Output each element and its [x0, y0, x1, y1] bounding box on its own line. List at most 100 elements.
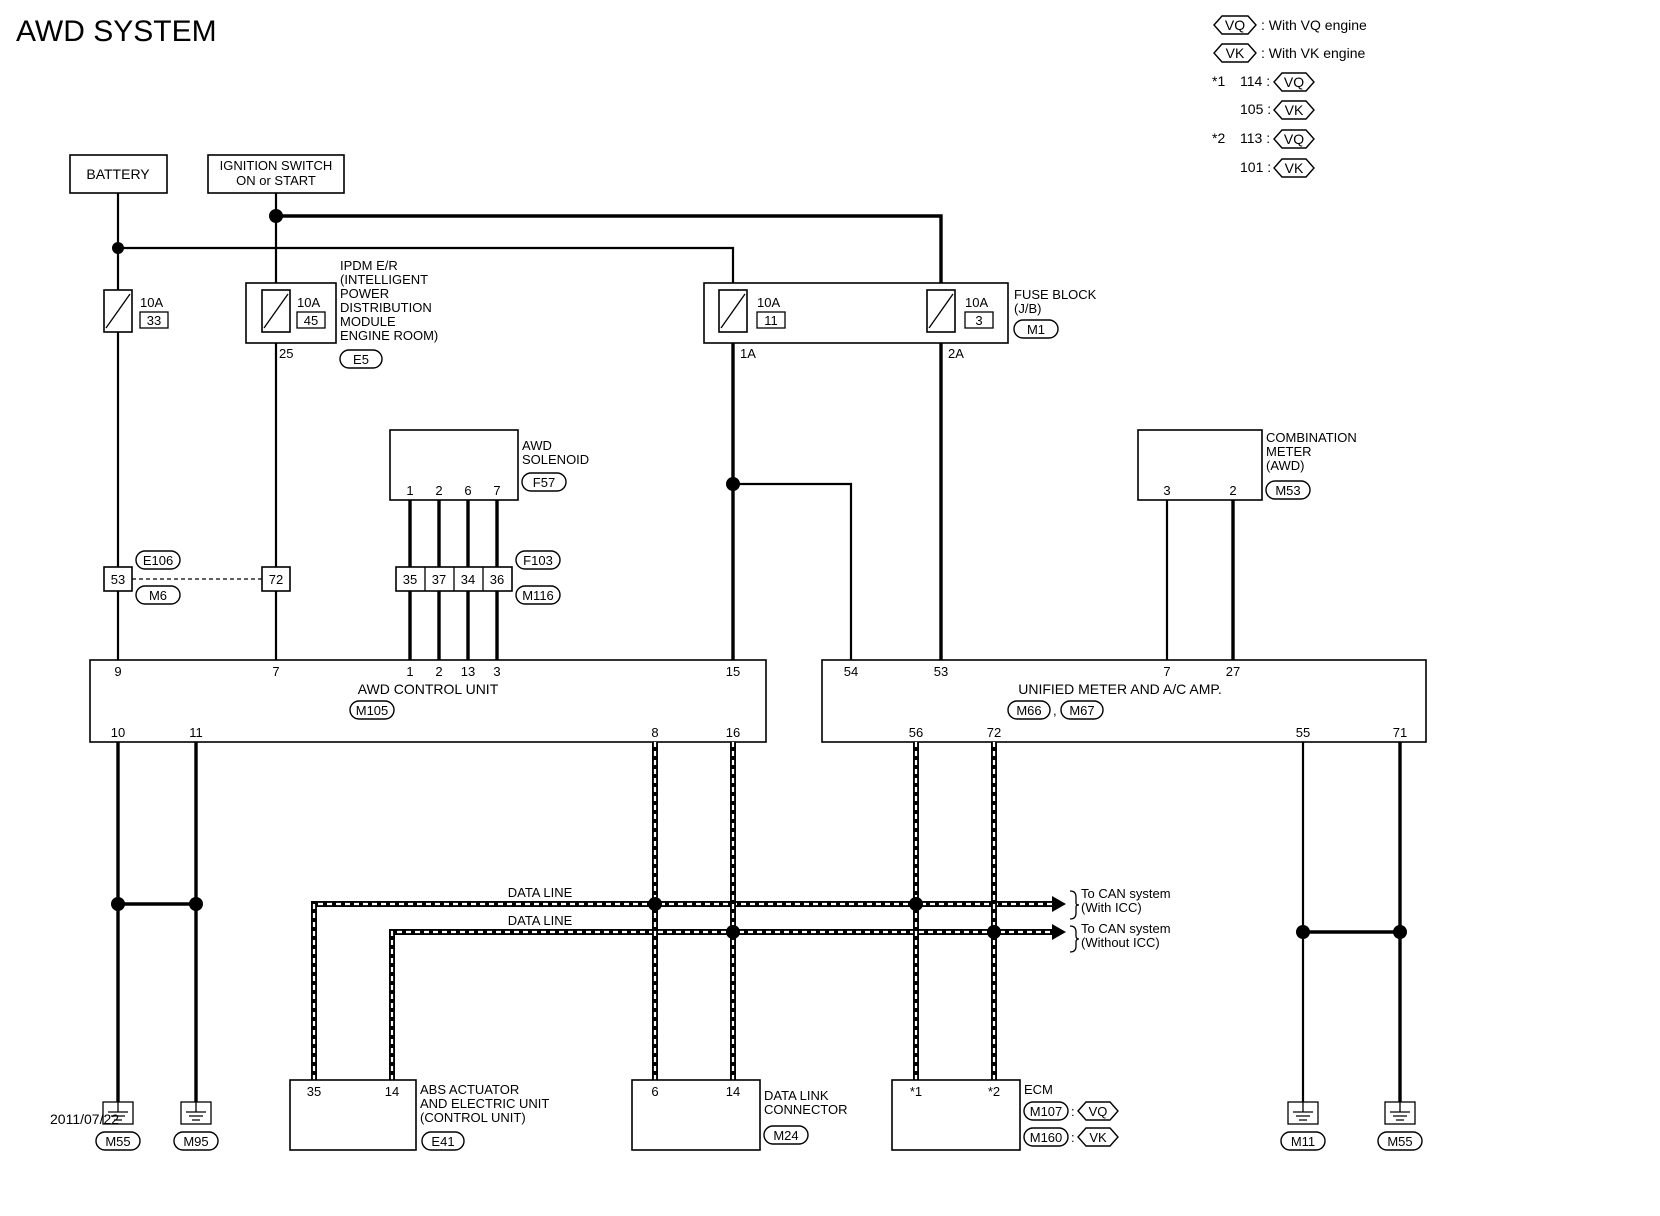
unified-meter-box — [821, 659, 1427, 743]
fuse-3-num-box — [964, 311, 994, 329]
acu-pin-16: 16 — [726, 725, 740, 740]
ipdm-line6: ENGINE ROOM) — [340, 328, 438, 343]
awd-solenoid-box — [389, 429, 519, 501]
fuse-block-pin-1a: 1A — [740, 346, 756, 361]
can-bus-lines — [311, 742, 1060, 1080]
m116-label: M116 — [522, 588, 554, 603]
fuse-3-symbol — [928, 293, 954, 329]
data-link-connector-box — [631, 1079, 761, 1151]
ipdm-box — [245, 282, 337, 344]
acu-pin-7: 7 — [272, 664, 279, 679]
ground-label: M95 — [183, 1134, 208, 1149]
ecm-colon-1: : — [1071, 1104, 1075, 1119]
meter-conn2: M67 — [1069, 703, 1094, 718]
meter-conn1-tag — [1007, 700, 1051, 720]
dlc-conn-tag — [763, 1125, 809, 1145]
awd-control-unit-box — [89, 659, 767, 743]
comb-meter-pin-2: 2 — [1229, 483, 1236, 498]
meter-pin-55: 55 — [1296, 725, 1310, 740]
engine-legend: VQ : With VQ engine VK : With VK engine … — [1212, 15, 1367, 178]
meter-pin-53: 53 — [934, 664, 948, 679]
can-noicc-line2: (Without ICC) — [1081, 935, 1160, 950]
inline-pin-53: 53 — [111, 572, 125, 587]
star2-vk-pin: 101 : — [1240, 159, 1271, 175]
meter-pin-54: 54 — [844, 664, 858, 679]
fuse-block-conn-tag — [1013, 319, 1059, 339]
fuse-11-num: 11 — [764, 313, 778, 328]
meter-conn2-tag — [1060, 700, 1104, 720]
can-line-noicc-outer — [389, 929, 1060, 1080]
battery-bus — [118, 246, 735, 283]
acu-pin-1: 1 — [406, 664, 413, 679]
can-icc-line2: (With ICC) — [1081, 900, 1142, 915]
ecm-conn-vq: M107 — [1030, 1104, 1063, 1119]
solenoid-pin-2: 2 — [435, 483, 442, 498]
vq-tag: VQ — [1225, 17, 1245, 33]
star2-vq-pin: 113 : — [1240, 130, 1270, 146]
comb-meter-pin-3: 3 — [1163, 483, 1170, 498]
star1-vq-tag-shape — [1273, 72, 1315, 92]
ground-m55-right: M55 — [1377, 1101, 1423, 1151]
star1-vk-pin: 105 : — [1240, 101, 1271, 117]
inline-solenoid-dividers — [424, 567, 484, 591]
comb-meter-line2: METER — [1266, 444, 1312, 459]
fuse-11-symbol — [720, 293, 746, 329]
can-splice-4 — [987, 925, 1001, 939]
m6-label: M6 — [149, 588, 167, 603]
ipdm-line3: POWER — [340, 286, 389, 301]
fuse-45-amp: 10A — [297, 295, 320, 310]
comb-meter-conn-tag — [1265, 480, 1311, 500]
acu-pin-10: 10 — [111, 725, 125, 740]
ignition-line2: ON or START — [236, 173, 316, 188]
fuse-block-box — [703, 282, 1009, 344]
ground-label: M11 — [1291, 1134, 1315, 1149]
meter-pin-71: 71 — [1393, 725, 1407, 740]
solenoid-pin-6: 6 — [464, 483, 471, 498]
diagram-title: AWD SYSTEM — [16, 15, 217, 48]
fuse-33-num: 33 — [147, 313, 161, 328]
acu-conn: M105 — [356, 703, 389, 718]
can-noicc-line1: To CAN system — [1081, 921, 1171, 936]
can-brace-noicc — [1069, 925, 1080, 953]
acu-pin-8: 8 — [651, 725, 658, 740]
inline-pin-34: 34 — [461, 572, 475, 587]
abs-line3: (CONTROL UNIT) — [420, 1110, 526, 1125]
ipdm-line1: IPDM E/R — [340, 258, 398, 273]
ground-splice-4 — [1393, 925, 1407, 939]
ignition-splice — [269, 209, 283, 223]
abs-actuator-box — [289, 1079, 417, 1151]
meter-conn1: M66 — [1016, 703, 1041, 718]
vq-legend-text: : With VQ engine — [1261, 17, 1367, 33]
star2-vk-tag: VK — [1285, 160, 1304, 176]
ground-symbol — [1390, 1102, 1410, 1121]
ecm-name: ECM — [1024, 1082, 1053, 1097]
can-arrow-noicc — [1052, 924, 1066, 940]
inline-pin-36: 36 — [490, 572, 504, 587]
can-arrow-icc — [1052, 896, 1066, 912]
can-splice-1 — [648, 897, 662, 911]
ground-symbol — [186, 1102, 206, 1121]
star2-label: *2 — [1212, 130, 1225, 146]
inline-pin-35: 35 — [403, 572, 417, 587]
vk-tag-shape — [1213, 43, 1257, 63]
inline-pin-37: 37 — [432, 572, 446, 587]
ipdm-line5: MODULE — [340, 314, 396, 329]
can-splice-2 — [909, 897, 923, 911]
solenoid-pin-1: 1 — [406, 483, 413, 498]
can-line-noicc-inner — [390, 930, 1060, 1080]
f103-tag — [515, 550, 561, 570]
abs-pin-14: 14 — [385, 1084, 399, 1099]
abs-line2: AND ELECTRIC UNIT — [420, 1096, 549, 1111]
fuse-11-amp: 10A — [757, 295, 780, 310]
ground-label: M55 — [105, 1134, 130, 1149]
combination-meter-box — [1137, 429, 1263, 501]
abs-conn-tag — [421, 1131, 465, 1151]
ignition-bus — [276, 214, 943, 283]
ecm-box — [891, 1079, 1021, 1151]
star2-vq-tag-shape — [1273, 129, 1315, 149]
vk-tag: VK — [1226, 45, 1245, 61]
meter-pin-72: 72 — [987, 725, 1001, 740]
abs-pin-35: 35 — [307, 1084, 321, 1099]
acu-pin-15: 15 — [726, 664, 740, 679]
